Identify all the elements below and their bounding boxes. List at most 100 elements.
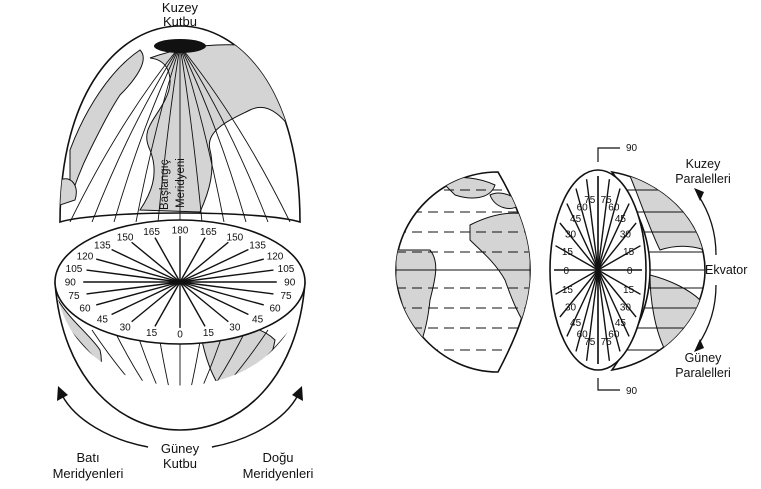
meridian-degree: 150: [117, 232, 134, 243]
meridian-degree: 105: [278, 264, 295, 275]
meridian-degree: 165: [143, 227, 160, 238]
meridian-spoke: [179, 269, 274, 283]
parallel-degree: 60: [608, 329, 620, 340]
meridian-spoke: [86, 281, 181, 295]
parallel-degree: 75: [601, 195, 613, 206]
parallel-degree: 15: [562, 247, 574, 258]
south-pole-label-1: Güney: [161, 441, 200, 456]
parallel-degree: 45: [615, 318, 627, 329]
east-arrow: [211, 394, 299, 448]
north-pole-mark: [154, 39, 206, 53]
south-arrowhead: [694, 339, 704, 352]
meridian-spoke: [86, 269, 181, 283]
meridian-spoke: [154, 281, 181, 327]
prime-meridian-label-1: Başlangıç: [159, 159, 171, 210]
parallel-spoke: [575, 188, 599, 271]
western-hemisphere-land: [396, 177, 530, 347]
parallel-spoke: [597, 269, 630, 337]
bottom-90-label: 90: [626, 386, 638, 397]
meridian-spoke: [111, 281, 181, 316]
meridian-degree: 90: [65, 278, 77, 289]
parallel-spoke: [597, 179, 611, 271]
north-parallels-label-2: Paralelleri: [675, 172, 731, 186]
parallel-degree: 75: [584, 337, 596, 348]
parallel-spoke: [559, 269, 599, 318]
meridian-degree: 180: [172, 225, 189, 236]
parallel-degree: 15: [562, 285, 574, 296]
meridian-spoke: [179, 258, 264, 283]
cap-meridian-line: [179, 45, 247, 222]
meridian-spoke: [179, 281, 206, 327]
parallel-degree: 30: [565, 229, 577, 240]
west-arrowhead: [57, 386, 68, 401]
meridian-spoke: [111, 248, 181, 283]
parallel-degree: 30: [620, 303, 632, 314]
meridian-degree: 90: [284, 278, 296, 289]
parallel-spoke: [555, 245, 599, 271]
meridian-degree: 30: [229, 323, 241, 334]
east-meridians-label-2: Meridyenleri: [243, 466, 314, 481]
parallel-degree: 15: [623, 247, 635, 258]
parallel-spoke: [585, 269, 599, 361]
meridian-degree: 60: [269, 304, 281, 315]
prime-meridian-label-2: Meridyeni: [175, 158, 187, 208]
cap-meridian-line: [69, 45, 181, 222]
parallel-spoke: [597, 203, 630, 271]
cap-meridians: [69, 45, 291, 222]
meridian-degree: 105: [66, 264, 83, 275]
meridian-spoke: [179, 281, 249, 316]
parallel-spoke: [566, 203, 599, 271]
meridian-degree: 135: [249, 241, 266, 252]
parallel-spoke: [597, 188, 621, 271]
meridian-degree: 75: [68, 291, 80, 302]
bowl-meridian-line: [179, 329, 247, 386]
meridian-degree: 15: [203, 328, 215, 339]
meridian-spoke: [96, 281, 181, 306]
south-pole-label-2: Kutbu: [163, 456, 197, 471]
meridian-spoke: [179, 281, 264, 306]
meridian-degree: 30: [120, 323, 132, 334]
parallel-degree: 15: [623, 285, 635, 296]
east-meridians-label-1: Doğu: [262, 450, 293, 465]
meridian-degree: 15: [146, 328, 158, 339]
cap-meridian-line: [157, 45, 181, 222]
south-parallels-label-2: Paralelleri: [675, 366, 731, 380]
east-arrowhead: [292, 386, 303, 401]
parallel-degree: 60: [577, 203, 589, 214]
meridian-spoke: [179, 281, 229, 323]
eastern-hemisphere-land: [629, 175, 705, 351]
parallel-degree: 45: [570, 214, 582, 225]
west-meridians-label-2: Meridyenleri: [53, 466, 124, 481]
meridian-spoke: [179, 248, 249, 283]
top-90-marker: [597, 147, 620, 162]
meridian-degree: 60: [79, 304, 91, 315]
meridian-degree: 45: [97, 314, 109, 325]
cap-meridian-line: [179, 45, 291, 222]
west-meridians-label-1: Batı: [76, 450, 99, 465]
meridian-spoke: [179, 237, 206, 283]
cap-meridian-line: [179, 45, 269, 222]
meridian-spoke: [131, 241, 181, 283]
parallel-degree: 0: [564, 266, 570, 277]
parallel-degree: 60: [608, 203, 620, 214]
parallel-degree: 75: [584, 195, 596, 206]
bowl-meridian-line: [113, 329, 181, 386]
parallel-spoke: [566, 269, 599, 337]
west-arrow: [61, 394, 149, 448]
meridian-degree: 150: [227, 232, 244, 243]
bowl-meridian-line: [91, 329, 181, 386]
parallel-degree-labels: 7575606045453030151515153030454560607575…: [562, 195, 635, 348]
parallel-spoke: [597, 269, 641, 295]
parallel-spoke: [597, 245, 641, 271]
parallel-degree: 45: [615, 214, 627, 225]
parallel-spoke: [597, 269, 637, 318]
cap-meridian-line: [179, 45, 225, 222]
bowl-meridian-line: [179, 329, 269, 386]
cap-meridian-line: [179, 45, 203, 222]
meridian-degree: 0: [177, 330, 183, 341]
parallel-spoke: [585, 179, 599, 271]
south-parallels-label-1: Güney: [685, 351, 723, 365]
